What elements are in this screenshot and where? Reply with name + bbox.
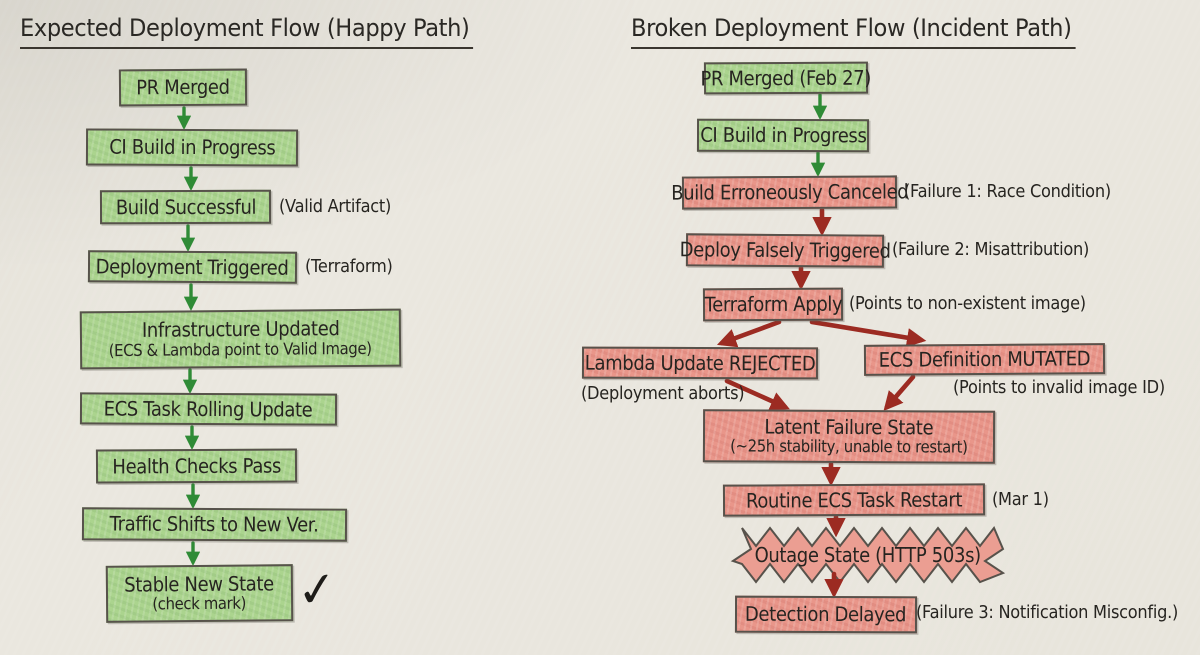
node-label: ECS Task Rolling Update: [104, 396, 313, 422]
node-label: Stable New State: [124, 571, 275, 597]
node-label: CI Build in Progress: [108, 134, 276, 160]
node-pr-merged: PR Merged: [118, 68, 248, 107]
node-sublabel: (check mark): [152, 593, 247, 614]
node-label: Terraform Apply: [704, 291, 842, 317]
node-label: Latent Failure State: [764, 414, 934, 440]
left-flow-title: Expected Deployment Flow (Happy Path): [20, 12, 474, 49]
node-label: PR Merged: [136, 74, 230, 100]
annotation-terraform: (Terraform): [305, 256, 393, 277]
node-health-checks-pass: Health Checks Pass: [95, 448, 298, 484]
node-label: Outage State (HTTP 503s): [754, 542, 982, 567]
annotation-mar-1: (Mar 1): [992, 489, 1049, 510]
node-label: Deploy Falsely Triggered: [679, 237, 891, 264]
annotation-failure-2-misattribution: (Failure 2: Misattribution): [892, 239, 1090, 260]
annotation-valid-artifact: (Valid Artifact): [279, 196, 391, 217]
outage-burst-shape: [730, 526, 1006, 584]
annotation-points-to-invalid-image-id: (Points to invalid image ID): [953, 377, 1165, 398]
node-detection-delayed: Detection Delayed: [734, 595, 918, 634]
node-build-successful: Build Successful: [99, 189, 272, 225]
node-label: Build Successful: [115, 194, 256, 220]
node-ci-build-in-progress: CI Build in Progress: [696, 118, 870, 153]
node-pr-merged-feb-27: PR Merged (Feb 27): [701, 61, 871, 95]
flow-arrow: [883, 374, 916, 412]
node-outage-state-http-503s: Outage State (HTTP 503s): [742, 537, 994, 573]
node-label: Detection Delayed: [745, 602, 907, 627]
flow-arrow: [724, 378, 790, 411]
annotation-points-to-non-existent-image: (Points to non-existent image): [849, 293, 1086, 314]
node-ci-build-in-progress: CI Build in Progress: [85, 128, 299, 167]
node-label: Traffic Shifts to New Ver.: [109, 511, 320, 537]
node-deploy-falsely-triggered: Deploy Falsely Triggered: [679, 233, 891, 268]
node-label: ECS Definition MUTATED: [878, 346, 1091, 373]
node-label: Health Checks Pass: [112, 453, 281, 479]
annotation-deployment-aborts: (Deployment aborts): [581, 383, 745, 404]
annotation-failure-1-race-condition: (Failure 1: Race Condition): [904, 181, 1111, 202]
node-sublabel: (~25h stability, unable to restart): [730, 436, 968, 457]
node-lambda-update-rejected: Lambda Update REJECTED: [581, 346, 819, 380]
node-sublabel: (ECS & Lambda point to Valid Image): [109, 338, 373, 360]
node-label: Deployment Triggered: [96, 254, 289, 280]
check-mark-icon: ✓: [294, 560, 341, 620]
node-build-erroneously-canceled: Build Erroneously Canceled: [671, 175, 908, 210]
node-label: PR Merged (Feb 27): [700, 65, 872, 91]
node-routine-ecs-task-restart: Routine ECS Task Restart: [722, 483, 986, 517]
right-flow-title: Broken Deployment Flow (Incident Path): [631, 12, 1076, 49]
flow-arrow: [809, 319, 927, 348]
node-deployment-triggered: Deployment Triggered: [87, 250, 298, 284]
node-label: Routine ECS Task Restart: [745, 487, 963, 513]
node-traffic-shifts-to-new-ver: Traffic Shifts to New Ver.: [81, 507, 348, 542]
node-ecs-definition-mutated: ECS Definition MUTATED: [863, 343, 1106, 376]
node-label: Build Erroneously Canceled: [670, 179, 909, 205]
node-label: Infrastructure Updated: [141, 316, 340, 343]
node-latent-failure-state: Latent Failure State(~25h stability, una…: [702, 409, 996, 464]
flow-arrow: [716, 319, 782, 348]
annotation-failure-3-notification-misconfig: (Failure 3: Notification Misconfig.): [916, 602, 1179, 623]
node-ecs-task-rolling-update: ECS Task Rolling Update: [79, 392, 338, 426]
node-infrastructure-updated: Infrastructure Updated(ECS & Lambda poin…: [79, 308, 402, 370]
node-terraform-apply: Terraform Apply: [702, 287, 844, 322]
node-stable-new-state: Stable New State(check mark): [105, 564, 294, 623]
node-label: Lambda Update REJECTED: [584, 350, 816, 376]
node-label: CI Build in Progress: [699, 123, 867, 148]
